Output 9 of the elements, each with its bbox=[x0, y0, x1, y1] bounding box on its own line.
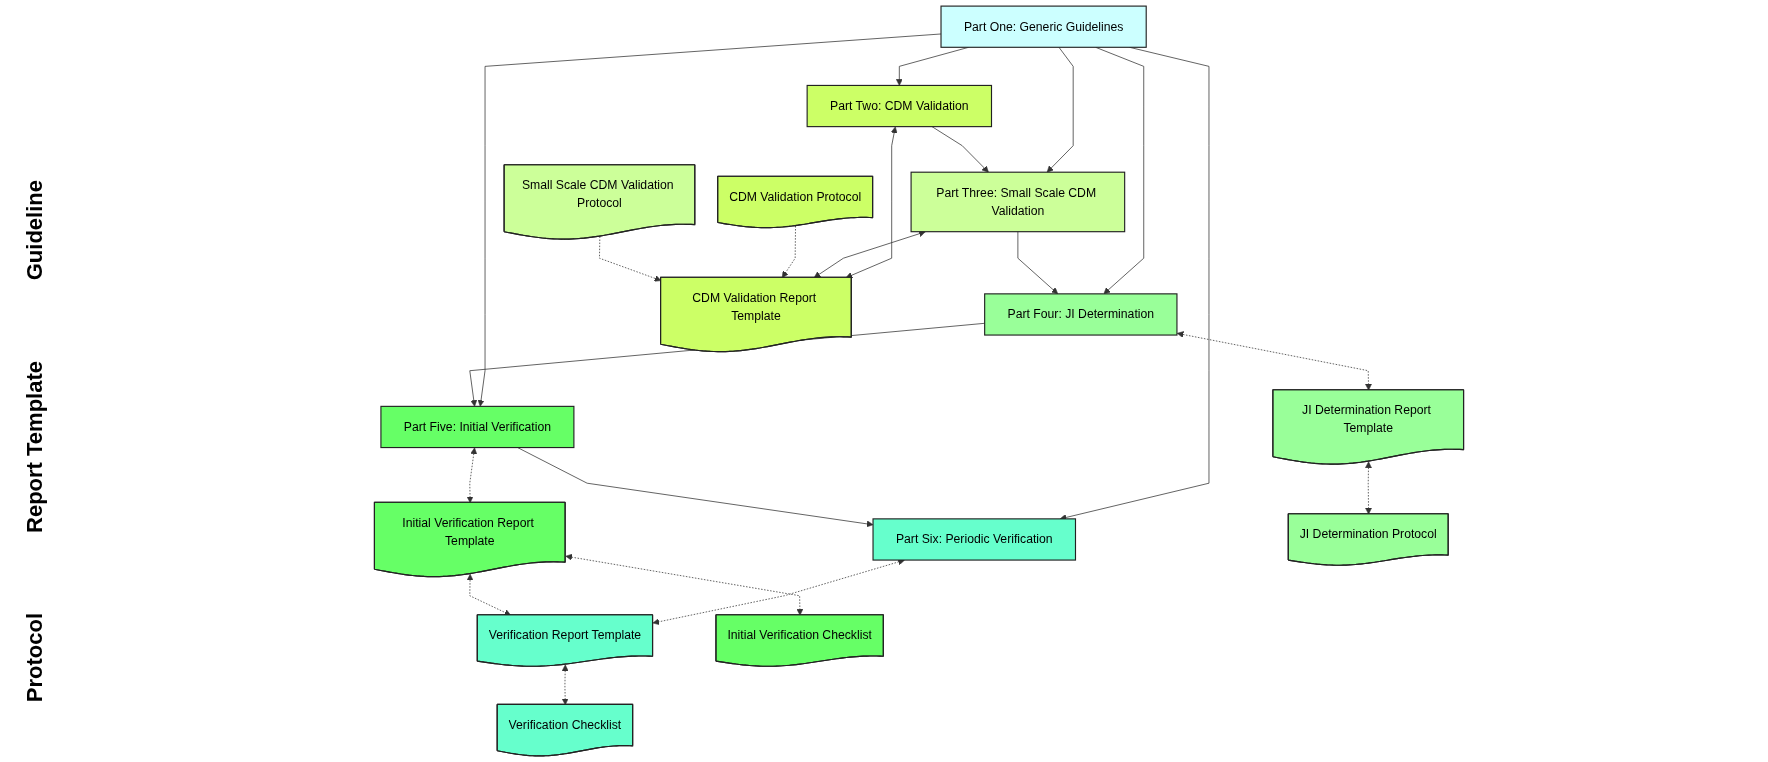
node-box: Part Five: Initial Verification bbox=[380, 405, 575, 449]
node-box: Part Two: CDM Validation bbox=[806, 84, 993, 128]
node-box: Part Four: JI Determination bbox=[984, 293, 1178, 336]
node-box: Part Six: Periodic Verification bbox=[872, 518, 1077, 561]
row-label: Report Template bbox=[22, 360, 48, 533]
row-label: Protocol bbox=[22, 612, 48, 702]
row-label: Guideline bbox=[22, 180, 48, 281]
node-box: Part One: Generic Guidelines bbox=[940, 5, 1147, 48]
node-box: Part Three: Small Scale CDM Validation bbox=[910, 171, 1126, 233]
